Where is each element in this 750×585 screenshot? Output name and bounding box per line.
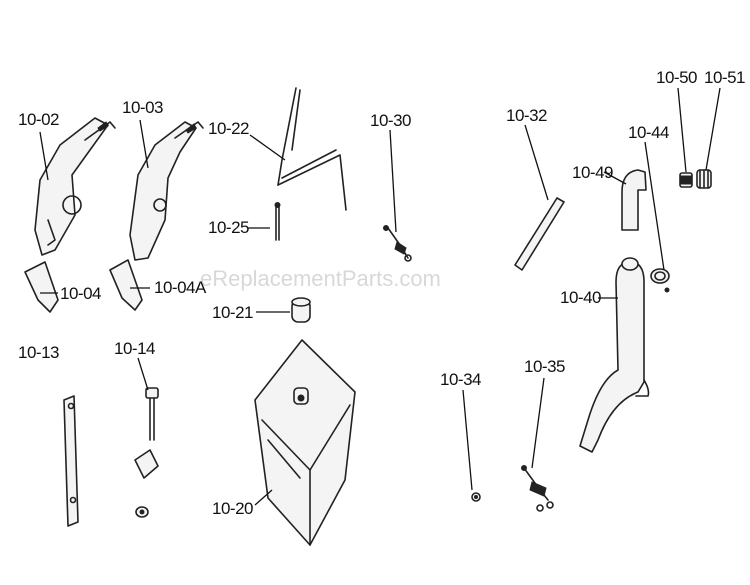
part-10-51-fitting[interactable]: [696, 169, 712, 189]
part-10-13-plate[interactable]: [63, 395, 79, 527]
label-10-40[interactable]: 10-40: [560, 288, 602, 307]
label-10-20[interactable]: 10-20: [212, 499, 254, 518]
label-10-34[interactable]: 10-34: [440, 370, 482, 389]
part-10-20-tank[interactable]: [254, 339, 356, 546]
part-10-25-pin[interactable]: [274, 202, 281, 241]
label-10-14[interactable]: 10-14: [114, 339, 156, 358]
label-10-44[interactable]: 10-44: [628, 123, 670, 142]
label-10-02[interactable]: 10-02: [18, 110, 60, 129]
part-10-49-elbow[interactable]: [621, 169, 647, 231]
label-10-51[interactable]: 10-51: [704, 68, 746, 87]
label-10-30[interactable]: 10-30: [370, 111, 412, 130]
leader-lines: [39, 87, 721, 506]
label-10-13[interactable]: 10-13: [18, 343, 60, 362]
label-10-04a[interactable]: 10-04A: [154, 278, 207, 297]
label-10-25[interactable]: 10-25: [208, 218, 250, 237]
part-10-22-brake-link[interactable]: [277, 87, 347, 211]
part-10-04a-pedal-pad[interactable]: [109, 259, 143, 311]
label-10-35[interactable]: 10-35: [524, 357, 566, 376]
part-10-02-pedal-arm[interactable]: [34, 117, 116, 256]
label-10-50[interactable]: 10-50: [656, 68, 698, 87]
part-10-35-linkage[interactable]: [521, 465, 554, 512]
part-labels: 10-02 10-03 10-04 10-04A 10-13 10-14 10-…: [18, 68, 746, 518]
part-10-34-nut[interactable]: [471, 492, 481, 502]
label-10-22[interactable]: 10-22: [208, 119, 250, 138]
part-10-44-clamp[interactable]: [650, 268, 670, 293]
part-10-21-cap[interactable]: [291, 297, 311, 323]
label-10-21[interactable]: 10-21: [212, 303, 254, 322]
part-10-04-pedal-pad[interactable]: [24, 261, 59, 313]
label-10-49[interactable]: 10-49: [572, 163, 614, 182]
part-10-40-pipe[interactable]: [579, 257, 650, 453]
part-10-30-clip[interactable]: [383, 225, 412, 262]
part-10-32-rod[interactable]: [514, 197, 565, 271]
watermark: eReplacementParts.com: [200, 266, 441, 291]
label-10-32[interactable]: 10-32: [506, 106, 548, 125]
label-10-04[interactable]: 10-04: [60, 284, 102, 303]
label-10-03[interactable]: 10-03: [122, 98, 164, 117]
part-10-50-fitting[interactable]: [679, 172, 693, 188]
part-10-03-pedal-arm[interactable]: [129, 121, 204, 261]
part-10-14-bolt-bracket[interactable]: [134, 387, 159, 518]
